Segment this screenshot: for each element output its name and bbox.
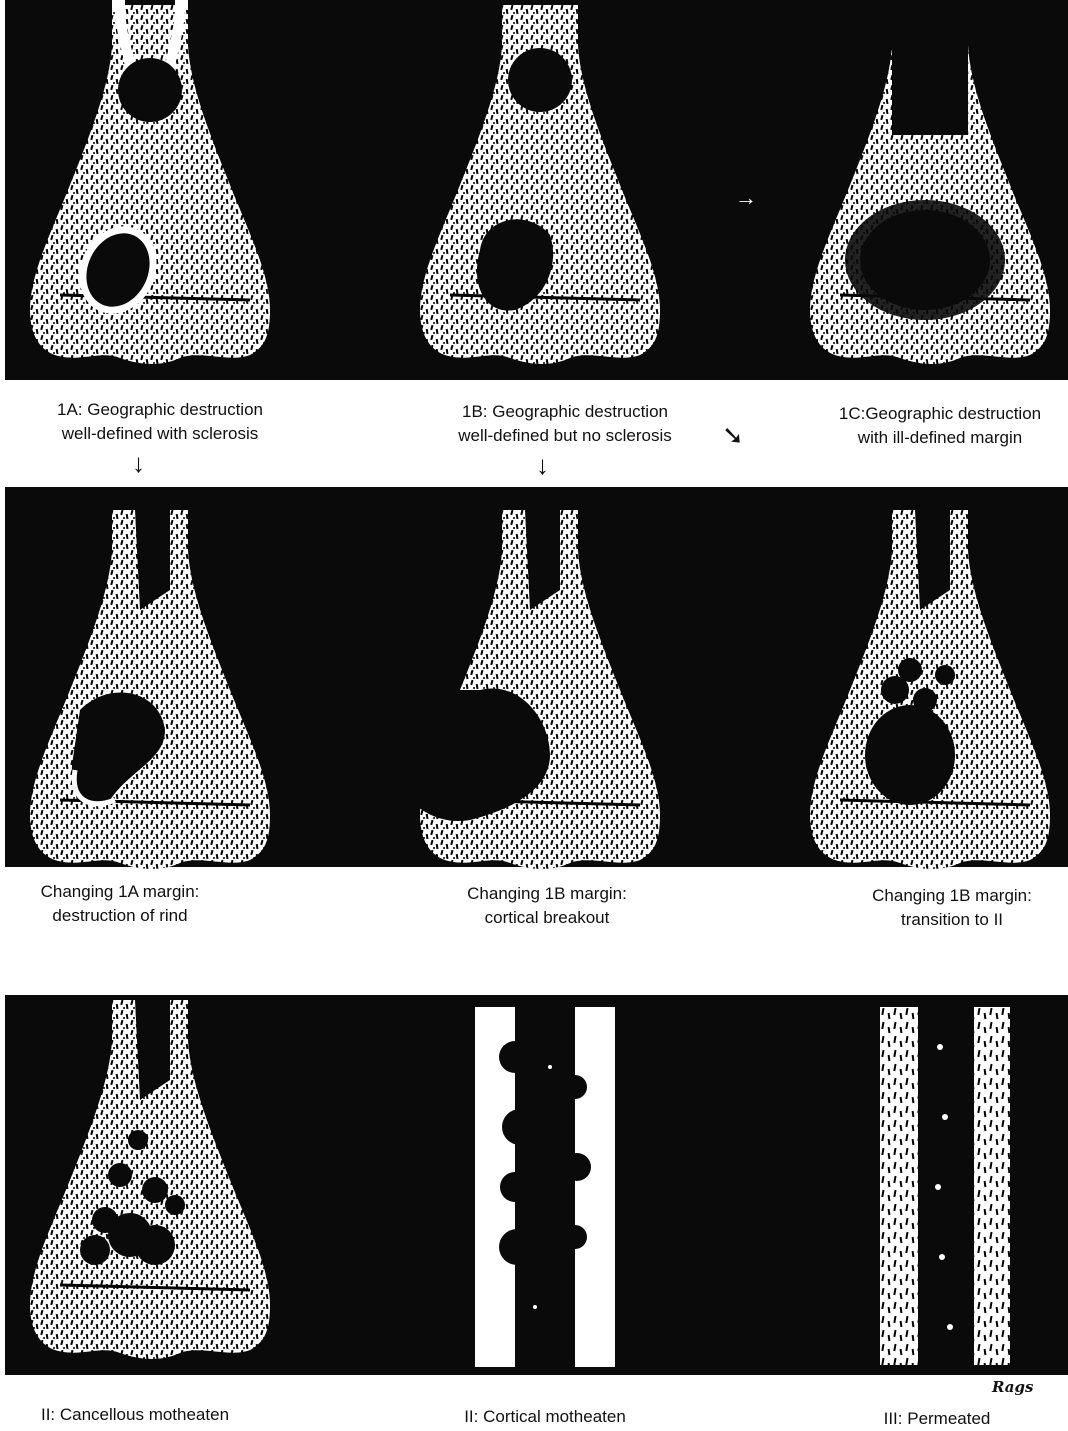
caption-2b-line2: cortical breakout xyxy=(387,906,707,930)
bone-2c xyxy=(810,510,1050,869)
caption-3c: III: Permeated xyxy=(777,1407,1068,1431)
caption-2b-line1: Changing 1B margin: xyxy=(387,882,707,906)
caption-1b: 1B: Geographic destruction well-defined … xyxy=(405,400,725,448)
caption-1a: 1A: Geographic destruction well-defined … xyxy=(0,398,320,446)
caption-3a-line1: II: Cancellous motheaten xyxy=(0,1403,295,1427)
bone-1b xyxy=(420,5,660,364)
caption-1a-line2: well-defined with sclerosis xyxy=(0,422,320,446)
caption-2b: Changing 1B margin: cortical breakout xyxy=(387,882,707,930)
bone-2b xyxy=(410,510,660,869)
caption-2c-line2: transition to II xyxy=(792,908,1068,932)
caption-2c: Changing 1B margin: transition to II xyxy=(792,884,1068,932)
author-signature: Rags xyxy=(992,1378,1033,1396)
caption-3b: II: Cortical motheaten xyxy=(385,1405,705,1429)
caption-1b-line1: 1B: Geographic destruction xyxy=(405,400,725,424)
bone-1c xyxy=(810,5,1050,364)
caption-1c: 1C:Geographic destruction with ill-defin… xyxy=(780,402,1068,450)
caption-3b-line1: II: Cortical motheaten xyxy=(385,1405,705,1429)
caption-2c-line1: Changing 1B margin: xyxy=(792,884,1068,908)
bone-3a xyxy=(30,1000,270,1359)
caption-1c-line1: 1C:Geographic destruction xyxy=(780,402,1068,426)
caption-1a-line1: 1A: Geographic destruction xyxy=(0,398,320,422)
diagonal-arrow-icon: ➘ xyxy=(722,422,744,448)
caption-2a: Changing 1A margin: destruction of rind xyxy=(0,880,280,928)
caption-1c-line2: with ill-defined margin xyxy=(780,426,1068,450)
caption-3a: II: Cancellous motheaten xyxy=(0,1403,295,1427)
right-arrow-icon: → xyxy=(735,185,757,210)
down-arrow-icon: ↓ xyxy=(132,450,145,476)
bone-2a xyxy=(30,510,270,869)
permeated-bone-strip xyxy=(880,1007,1010,1365)
caption-2a-line2: destruction of rind xyxy=(0,904,280,928)
caption-1b-line2: well-defined but no sclerosis xyxy=(405,424,725,448)
caption-3c-line1: III: Permeated xyxy=(777,1407,1068,1431)
bone-1a xyxy=(30,5,270,364)
caption-2a-line1: Changing 1A margin: xyxy=(0,880,280,904)
cortical-bone-strip xyxy=(475,1007,615,1367)
down-arrow-icon: ↓ xyxy=(536,452,549,478)
